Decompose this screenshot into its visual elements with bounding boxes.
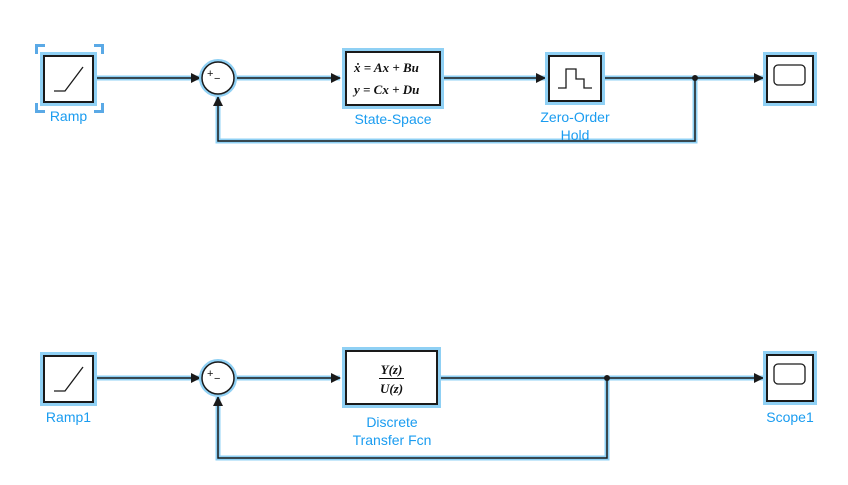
wires-bottom[interactable] — [95, 373, 764, 461]
state-eq-1: ẋ = Ax + Bu — [354, 60, 419, 75]
state-space-block[interactable]: ẋ = Ax + Bu y = Cx + Du — [345, 51, 441, 106]
dtf-label-line-2: Transfer Fcn — [352, 432, 432, 448]
ramp-icon — [54, 366, 84, 392]
dtf-label-line-1: Discrete — [366, 414, 418, 430]
discrete-transfer-fcn-block[interactable]: Y(z) U(z) — [345, 350, 438, 405]
ramp-icon — [54, 66, 84, 92]
sum-block-top[interactable] — [199, 59, 237, 97]
zoh-label-line-2: Hold — [560, 127, 590, 143]
dtf-denominator: U(z) — [379, 381, 404, 396]
wires-top[interactable] — [95, 73, 764, 144]
zero-order-hold-label[interactable]: Zero-Order Hold — [525, 108, 625, 144]
branch-point-top — [692, 75, 698, 81]
scope-block[interactable] — [766, 55, 814, 103]
ramp1-label[interactable]: Ramp1 — [45, 409, 92, 425]
wire-feedback-top — [213, 78, 696, 142]
zoh-label-line-1: Zero-Order — [540, 109, 610, 125]
state-space-label[interactable]: State-Space — [354, 111, 432, 127]
ramp-label[interactable]: Ramp — [49, 108, 88, 124]
sum-minus-sign-top: − — [214, 73, 221, 85]
sum-minus-sign-bottom: − — [214, 373, 221, 385]
scope-icon — [773, 64, 806, 86]
ramp-block[interactable] — [43, 55, 94, 103]
branch-point-bottom — [604, 375, 610, 381]
discrete-transfer-fcn-label[interactable]: Discrete Transfer Fcn — [330, 413, 454, 449]
sum-plus-sign-bottom: + — [207, 368, 214, 380]
zero-order-hold-icon — [558, 68, 592, 89]
wire-feedback-bottom — [213, 378, 608, 459]
state-eq-2: y = Cx + Du — [354, 82, 420, 97]
ramp1-block[interactable] — [43, 355, 94, 403]
dtf-numerator: Y(z) — [378, 362, 405, 379]
zero-order-hold-block[interactable] — [548, 55, 602, 102]
scope1-label[interactable]: Scope1 — [766, 409, 814, 425]
scope1-block[interactable] — [766, 354, 814, 402]
sum-block-bottom[interactable] — [199, 359, 237, 397]
sum-plus-sign-top: + — [207, 68, 214, 80]
scope-icon — [773, 363, 806, 385]
